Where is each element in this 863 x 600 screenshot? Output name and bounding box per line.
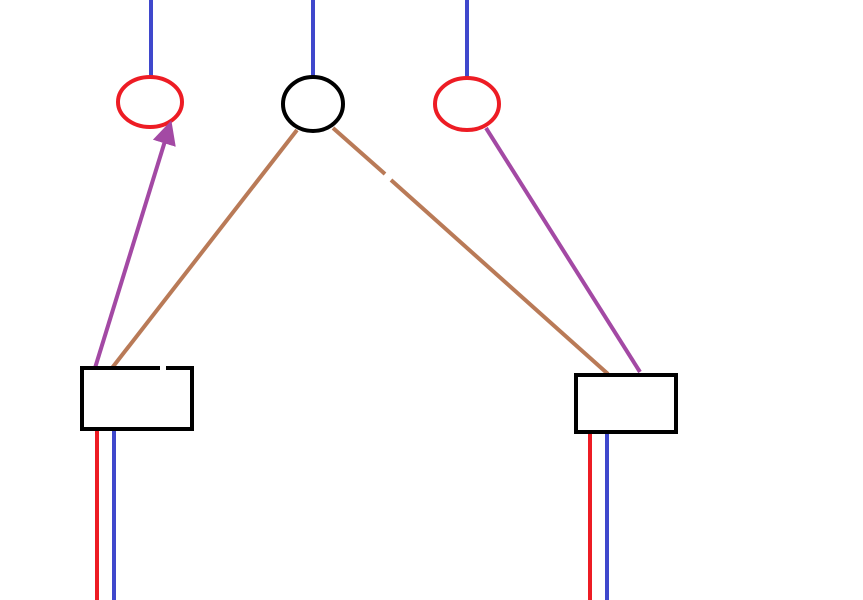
center-black-node [281,75,345,133]
right-brown-line-upper [331,126,387,176]
right-purple-line [484,126,642,374]
left-purple-arrow [93,120,176,369]
left-box [80,366,194,431]
right-box [574,373,678,434]
right-brown-line-lower [389,178,610,376]
right-red-node [433,76,501,132]
left-red-node [116,75,184,129]
left-brown-line [110,128,299,370]
